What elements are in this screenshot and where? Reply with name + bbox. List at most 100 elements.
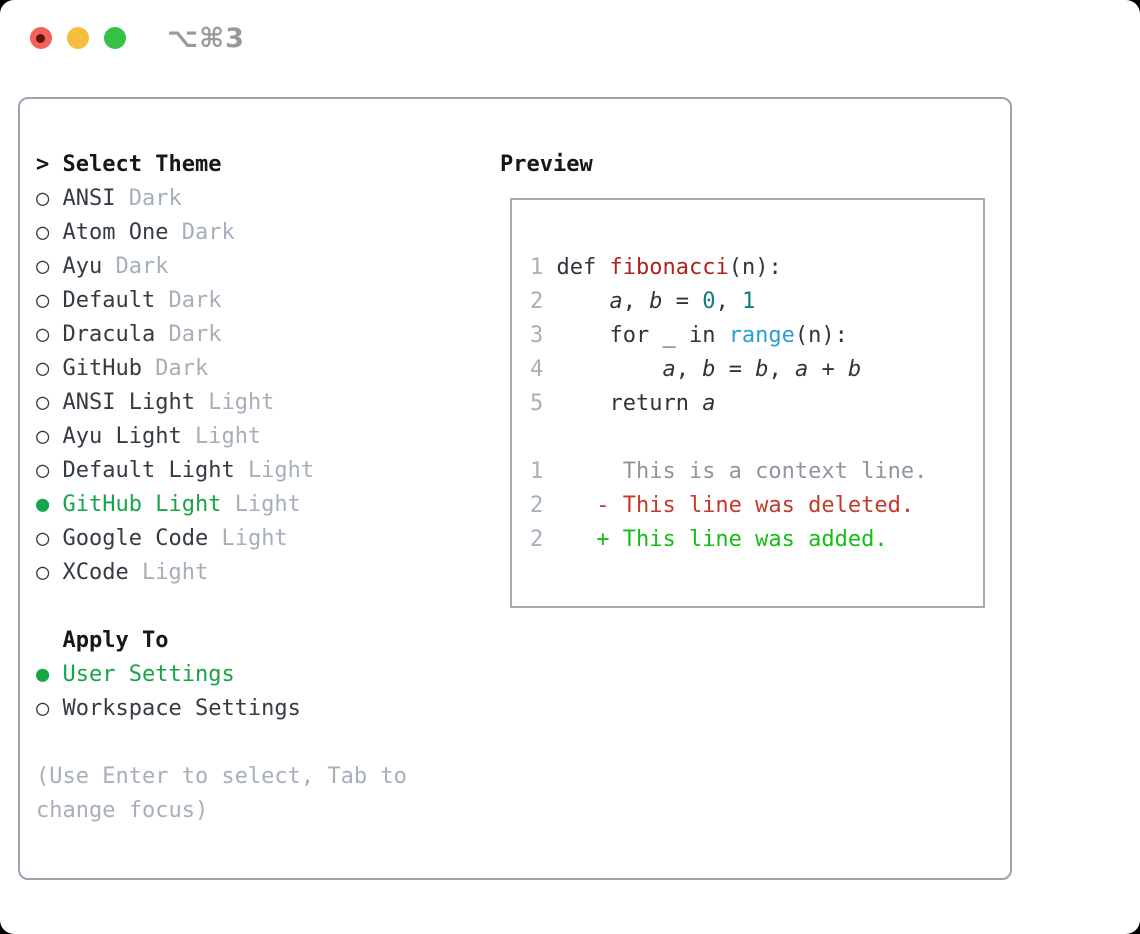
blank-line	[530, 421, 927, 455]
theme-picker-panel	[18, 97, 1012, 880]
theme-name: Ayu Light	[62, 424, 195, 449]
code-line-1: 1 def fibonacci(n):	[530, 251, 927, 285]
apply-option-user-settings[interactable]: ● User Settings	[36, 658, 407, 692]
code-token-variable: b	[702, 357, 716, 382]
line-number: 2	[530, 289, 557, 314]
code-token-builtin: range	[728, 323, 795, 348]
theme-name: XCode	[62, 560, 142, 585]
code-token: ,	[768, 357, 795, 382]
theme-name: Google Code	[62, 526, 222, 551]
diff-added-line: 2 + This line was added.	[530, 523, 927, 557]
radio-selected-icon: ●	[36, 662, 63, 687]
code-line-3: 3 for _ in range(n):	[530, 319, 927, 353]
theme-variant: Dark	[128, 186, 182, 211]
code-token: ,	[715, 289, 742, 314]
theme-variant: Dark	[168, 322, 222, 347]
code-token-variable: a	[609, 289, 623, 314]
theme-variant: Dark	[155, 356, 209, 381]
radio-icon: ○	[36, 458, 63, 483]
theme-option-dracula-dark[interactable]: ○ Dracula Dark	[36, 318, 407, 352]
zoom-button[interactable]	[104, 27, 126, 49]
apply-to-indent	[36, 628, 63, 653]
code-token: =	[662, 289, 703, 314]
diff-added-text: + This line was added.	[543, 527, 888, 552]
radio-icon: ○	[36, 560, 63, 585]
apply-to-header: Apply To	[36, 624, 407, 658]
radio-icon: ○	[36, 526, 63, 551]
theme-option-github-light[interactable]: ● GitHub Light Light	[36, 488, 407, 522]
code-token: =	[715, 357, 756, 382]
close-button[interactable]	[30, 27, 52, 49]
code-token: for _ in	[556, 323, 729, 348]
code-token: (n):	[728, 255, 782, 280]
code-token: ,	[622, 289, 650, 314]
theme-option-atom-one-dark[interactable]: ○ Atom One Dark	[36, 216, 407, 250]
theme-variant: Light	[141, 560, 209, 585]
focus-caret-icon: >	[36, 152, 63, 177]
apply-option-label: User Settings	[62, 662, 235, 687]
radio-icon: ○	[36, 288, 63, 313]
radio-icon: ○	[36, 390, 63, 415]
line-number: 2	[530, 527, 544, 552]
code-token-variable: b	[755, 357, 769, 382]
code-token	[557, 357, 663, 382]
theme-variant: Light	[208, 390, 275, 415]
radio-icon: ○	[36, 424, 63, 449]
theme-variant: Light	[194, 424, 262, 449]
code-token-variable: b	[649, 289, 663, 314]
apply-option-workspace-settings[interactable]: ○ Workspace Settings	[36, 692, 407, 726]
minimize-button[interactable]	[67, 27, 89, 49]
code-line-4: 4 a, b = b, a + b	[530, 353, 927, 387]
code-token: +	[808, 357, 848, 382]
theme-option-github-dark[interactable]: ○ GitHub Dark	[36, 352, 407, 386]
theme-variant: Dark	[115, 254, 169, 279]
window-shortcut-label: ⌥⌘3	[167, 22, 245, 54]
theme-variant: Dark	[181, 220, 235, 245]
theme-name: GitHub	[62, 356, 156, 381]
line-number: 5	[530, 391, 557, 416]
theme-option-ayu-dark[interactable]: ○ Ayu Dark	[36, 250, 407, 284]
diff-deleted-text: - This line was deleted.	[543, 493, 915, 518]
radio-icon: ○	[36, 254, 63, 279]
code-token-number: 1	[741, 289, 756, 314]
theme-name: Ayu	[62, 254, 116, 279]
radio-icon: ○	[36, 186, 63, 211]
select-theme-header: > Select Theme	[36, 148, 407, 182]
theme-variant: Dark	[168, 288, 222, 313]
code-token-variable: a	[794, 357, 809, 382]
code-token: return	[556, 391, 703, 416]
theme-option-default-dark[interactable]: ○ Default Dark	[36, 284, 407, 318]
radio-icon: ○	[36, 356, 63, 381]
theme-option-ansi-light[interactable]: ○ ANSI Light Light	[36, 386, 407, 420]
code-token-variable: a	[662, 357, 676, 382]
code-token-variable: b	[847, 357, 862, 382]
line-number: 4	[530, 357, 557, 382]
code-token: def	[556, 255, 610, 280]
select-theme-title: Select Theme	[62, 152, 222, 177]
theme-option-default-light[interactable]: ○ Default Light Light	[36, 454, 407, 488]
code-token-number: 0	[702, 289, 716, 314]
line-number: 1	[530, 255, 557, 280]
code-token: ,	[675, 357, 703, 382]
diff-deleted-line: 2 - This line was deleted.	[530, 489, 927, 523]
help-text-line-2: change focus)	[36, 798, 209, 823]
close-dot-icon	[36, 34, 45, 43]
diff-context-text: This is a context line.	[543, 459, 928, 484]
titlebar: ⌥⌘3	[30, 23, 245, 54]
radio-icon: ○	[36, 322, 63, 347]
theme-option-xcode-light[interactable]: ○ XCode Light	[36, 556, 407, 590]
radio-icon: ○	[36, 220, 63, 245]
code-token	[557, 289, 610, 314]
help-text-line-1: (Use Enter to select, Tab to	[36, 764, 407, 789]
code-token-function: fibonacci	[609, 255, 729, 280]
theme-option-ansi-dark[interactable]: ○ ANSI Dark	[36, 182, 407, 216]
theme-option-ayu-light[interactable]: ○ Ayu Light Light	[36, 420, 407, 454]
code-line-5: 5 return a	[530, 387, 927, 421]
diff-context-line: 1 This is a context line.	[530, 455, 927, 489]
theme-name: ANSI	[62, 186, 129, 211]
line-number: 3	[530, 323, 557, 348]
theme-option-google-code-light[interactable]: ○ Google Code Light	[36, 522, 407, 556]
theme-name: Dracula	[62, 322, 169, 347]
radio-selected-icon: ●	[36, 492, 63, 517]
